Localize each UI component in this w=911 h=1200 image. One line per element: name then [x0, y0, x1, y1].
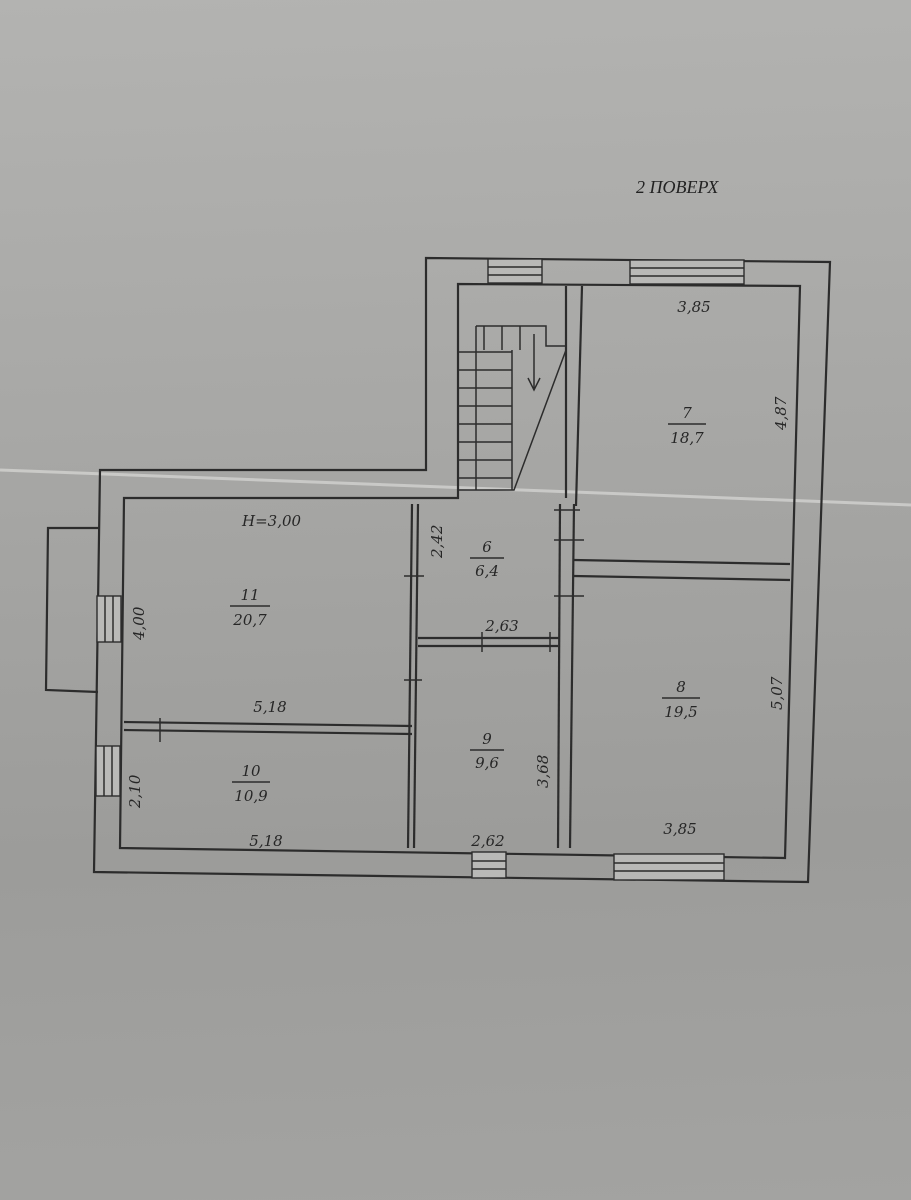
paper-fold-line [0, 468, 911, 507]
svg-text:8: 8 [676, 678, 686, 696]
room-label-11: 11 20,7 [230, 586, 270, 629]
dim-hall-depth: 2,42 [428, 525, 446, 559]
svg-text:10: 10 [241, 762, 261, 780]
svg-text:18,7: 18,7 [670, 429, 704, 447]
dim-room10-depth: 2,10 [126, 774, 144, 809]
room-label-8: 8 19,5 [662, 678, 700, 721]
svg-text:20,7: 20,7 [232, 611, 267, 629]
svg-text:7: 7 [682, 404, 692, 422]
svg-text:11: 11 [240, 586, 259, 604]
window-bottom-room9 [471, 851, 507, 879]
floor-title: 2 ПОВЕРХ [636, 177, 719, 197]
dim-hall-width: 2,63 [484, 617, 518, 635]
dim-room10-width: 5,18 [249, 832, 282, 850]
svg-text:9,6: 9,6 [475, 754, 499, 772]
partition-room11-hall [406, 503, 414, 849]
partition-room11-room10-b [123, 728, 413, 736]
window-top-room7 [629, 259, 745, 285]
window-bottom-room8 [613, 853, 725, 881]
dim-room9-width: 2,62 [470, 832, 504, 850]
room-label-7: 7 18,7 [668, 404, 706, 447]
dim-room8-depth: 5,07 [768, 676, 786, 710]
window-top-stair [487, 258, 543, 284]
svg-text:19,5: 19,5 [664, 703, 697, 721]
door-balcony [96, 595, 122, 643]
svg-text:10,9: 10,9 [234, 787, 268, 805]
dim-room9-depth: 3,68 [534, 755, 552, 788]
stair-wall-2 [574, 285, 584, 507]
dim-room11-depth: 4,00 [130, 606, 148, 641]
outer-wall-inner [118, 282, 802, 860]
ceiling-height-label: Н=3,00 [241, 512, 302, 530]
dim-room7-depth: 4,87 [772, 396, 790, 431]
balcony-outline [44, 526, 100, 694]
outer-wall-outer [92, 256, 832, 884]
partition-hall-room8-b [568, 503, 576, 849]
dim-room8-width: 3,85 [663, 820, 696, 838]
partition-hall-room8 [556, 503, 562, 849]
svg-text:6,4: 6,4 [475, 562, 499, 580]
room-label-6: 6 6,4 [470, 538, 504, 580]
partition-room11-hall-b [412, 503, 420, 849]
dim-room7-width: 3,85 [677, 298, 710, 316]
room-label-9: 9 9,6 [470, 730, 504, 772]
partition-room7-room8-b [573, 574, 791, 582]
partition-room11-room10 [123, 720, 413, 728]
window-left-room10 [95, 745, 121, 797]
svg-text:9: 9 [482, 730, 492, 748]
svg-text:6: 6 [482, 538, 492, 556]
dim-room11-width: 5,18 [253, 698, 286, 716]
staircase-icon [458, 325, 567, 491]
partition-room7-room8 [573, 558, 791, 566]
door-marks [159, 509, 584, 742]
room-label-10: 10 10,9 [232, 762, 270, 805]
